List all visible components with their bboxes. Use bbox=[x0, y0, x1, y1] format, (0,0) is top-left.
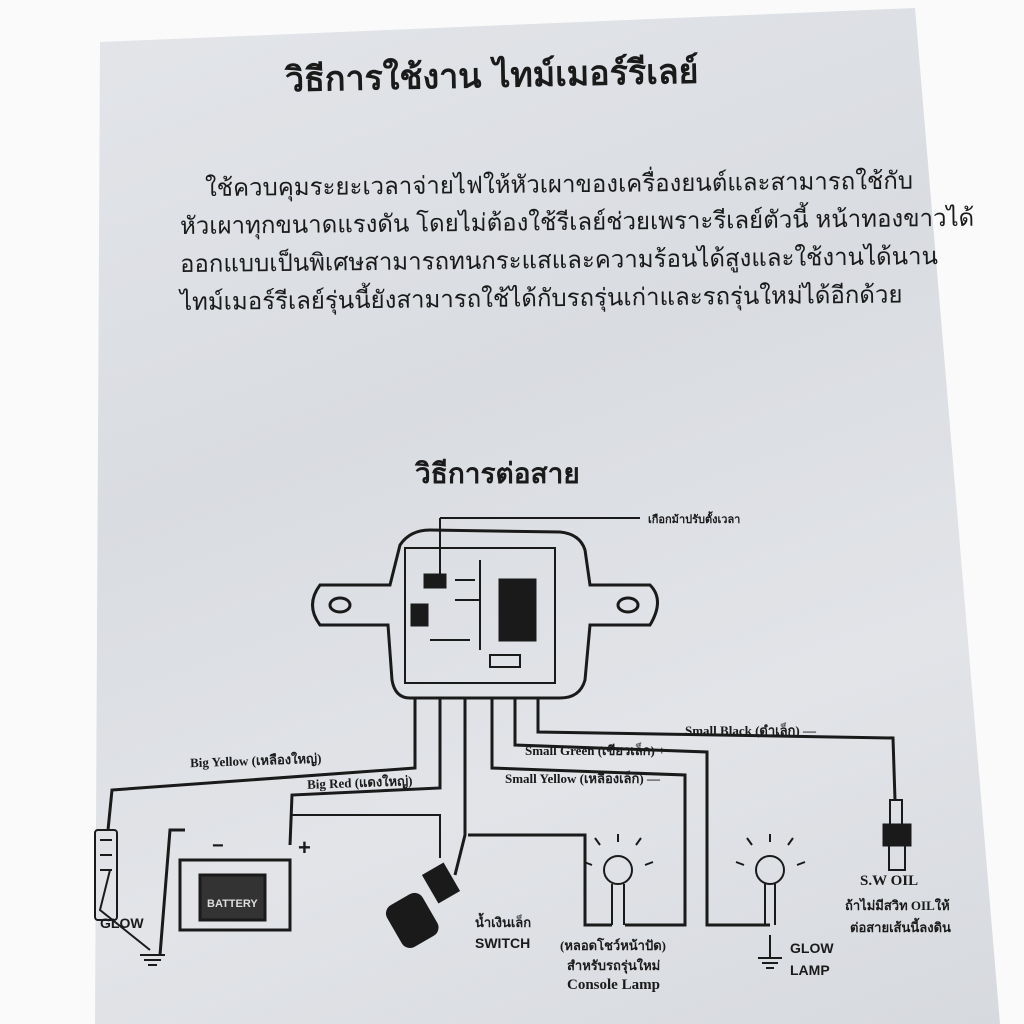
timer-relay-unit bbox=[311, 517, 659, 700]
console-lamp-icon bbox=[583, 834, 654, 925]
label-sw-oil-note-2: ต่อสายเส้นนี้ลงดิน bbox=[850, 920, 951, 935]
label-console-thai-2: สำหรับรถรุ่นใหม่ bbox=[567, 958, 661, 973]
label-battery: BATTERY bbox=[207, 898, 258, 910]
wire-switch bbox=[453, 698, 467, 876]
glow-lamp-icon bbox=[735, 834, 806, 925]
label-small-green: Small Green (เขียวเล็ก) + bbox=[525, 743, 666, 758]
label-adjust-knob: เกือกม้าปรับตั้งเวลา bbox=[648, 514, 741, 526]
wire-big-red bbox=[288, 698, 442, 846]
label-battery-minus: − bbox=[212, 835, 224, 857]
oil-switch-icon bbox=[882, 799, 912, 871]
ground-icon bbox=[758, 935, 782, 969]
label-switch-wire: น้ำเงินเล็ก bbox=[475, 915, 532, 930]
wire-small-green bbox=[513, 698, 770, 927]
wire-big-yellow bbox=[106, 698, 417, 831]
wire-small-black bbox=[536, 698, 897, 801]
label-small-yellow: Small Yellow (เหลืองเล็ก) — bbox=[505, 771, 660, 786]
label-glow-lamp-2: LAMP bbox=[790, 962, 830, 978]
label-console-thai: (หลอดโชว์หน้าปัด) bbox=[560, 938, 666, 953]
label-glow-lamp: GLOW bbox=[790, 940, 834, 956]
glow-plug-icon bbox=[94, 829, 118, 921]
label-glow: GLOW bbox=[100, 915, 144, 931]
label-sw-oil-note: ถ้าไม่มีสวิท OILให้ bbox=[845, 898, 950, 913]
label-console-lamp: Console Lamp bbox=[567, 977, 660, 993]
label-big-red: Big Red (แดงใหญ่) bbox=[306, 773, 413, 792]
section-subtitle: วิธีการต่อสาย bbox=[415, 457, 580, 490]
battery-icon bbox=[178, 858, 292, 932]
label-small-black: Small Black (ดำเล็ก) — bbox=[685, 723, 816, 738]
key-switch-icon bbox=[385, 862, 461, 948]
label-switch: SWITCH bbox=[475, 935, 531, 951]
label-battery-plus: + bbox=[298, 835, 311, 860]
wire-small-yellow bbox=[490, 698, 687, 927]
label-sw-oil: S.W OIL bbox=[860, 873, 919, 889]
ground-icon bbox=[140, 954, 165, 966]
